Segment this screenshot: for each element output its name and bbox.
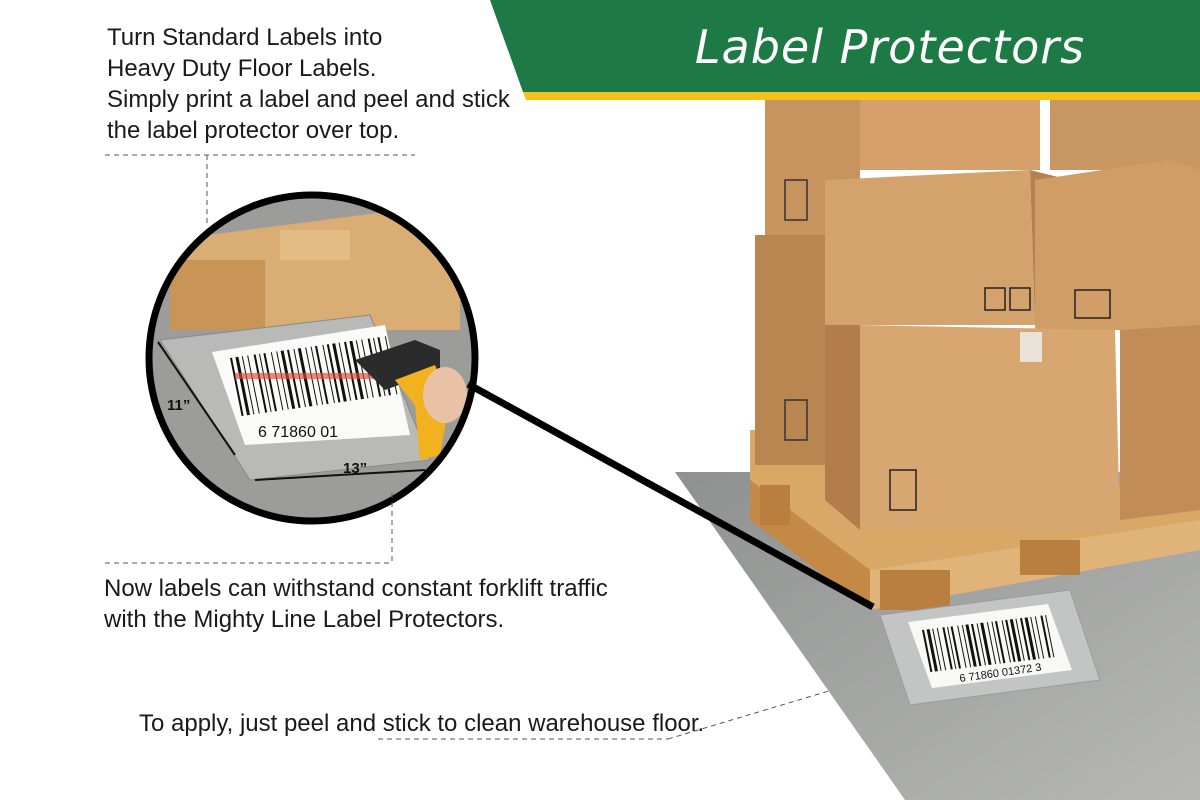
barcode-bar [1009,619,1022,662]
intro-line: Turn Standard Labels into [107,24,383,51]
barcode-bar [344,341,358,401]
barcode-bar [922,629,933,672]
barcode-bar [1040,615,1051,658]
barcode-bar [276,351,289,410]
barcode-bar [1005,619,1016,663]
barcode-bar [1030,616,1040,660]
middle-text: Now labels can withstand constant forkli… [104,573,608,635]
barcode-bar [986,622,997,665]
barcode-bar [976,623,986,666]
barcode-bar [332,343,347,402]
box-right-upper [1035,160,1200,330]
box-back-right [1050,100,1200,170]
barcode-bar [270,352,284,411]
middle-line: Now labels can withstand constant forkli… [104,575,608,602]
box-right-front [1120,325,1200,520]
barcode-bar [247,355,260,414]
barcode-bar [230,357,244,416]
barcode-bar [1001,620,1011,663]
barcode-bar [942,627,953,670]
barcode-bar [991,621,1001,664]
barcode-bar [338,342,352,401]
middle-line: with the Mighty Line Label Protectors. [104,606,505,633]
inset-magnifier: 6 71860 01 [145,191,479,525]
dimension-height-label: 11” [167,397,191,414]
floor-label: 6 71860 01372 3 [880,590,1101,705]
barcode-bar [947,626,957,669]
intro-text: Turn Standard Labels into Heavy Duty Flo… [107,22,510,146]
barcode-bar [235,356,250,416]
barcode-bar [995,621,1006,664]
box-front [825,325,1120,530]
barcode-bar [349,340,364,400]
barcode-bar [355,340,369,399]
bottom-text: To apply, just peel and stick to clean w… [139,710,705,737]
barcode-bar [1024,617,1036,660]
barcode-bar [1015,618,1025,661]
inset-barcode-digits: 6 71860 01 [258,424,338,441]
barcode-bar [936,628,947,671]
barcode-bar [241,356,255,415]
barcode-bar [932,628,942,671]
barcode-scanner [355,340,467,460]
floor-label-barcode [922,615,1055,672]
header-banner [490,0,1200,100]
box-left-lower [755,179,830,465]
barcode-bar [950,626,961,669]
dimension-width-label: 13” [343,460,368,477]
barcode-bar [961,625,972,668]
barcode-bar [253,354,268,413]
barcode-bar [971,623,982,667]
pallet-with-boxes [750,100,1200,610]
barcode-bar [980,622,992,666]
intro-line: Heavy Duty Floor Labels. [107,55,377,82]
barcode-bar [1020,618,1031,661]
barcode-bar [1034,616,1045,659]
barcode-bar [957,625,967,668]
intro-line: the label protector over top. [107,117,400,144]
barcode-bar [1045,615,1055,658]
barcode-bar [263,353,277,412]
barcode-bar [926,629,938,672]
intro-line: Simply print a label and peel and stick [107,86,510,113]
barcode-bar [280,350,296,409]
barcode-bar [965,624,977,667]
barcode-bar [259,353,272,412]
page-title: Label Protectors [694,20,1086,74]
